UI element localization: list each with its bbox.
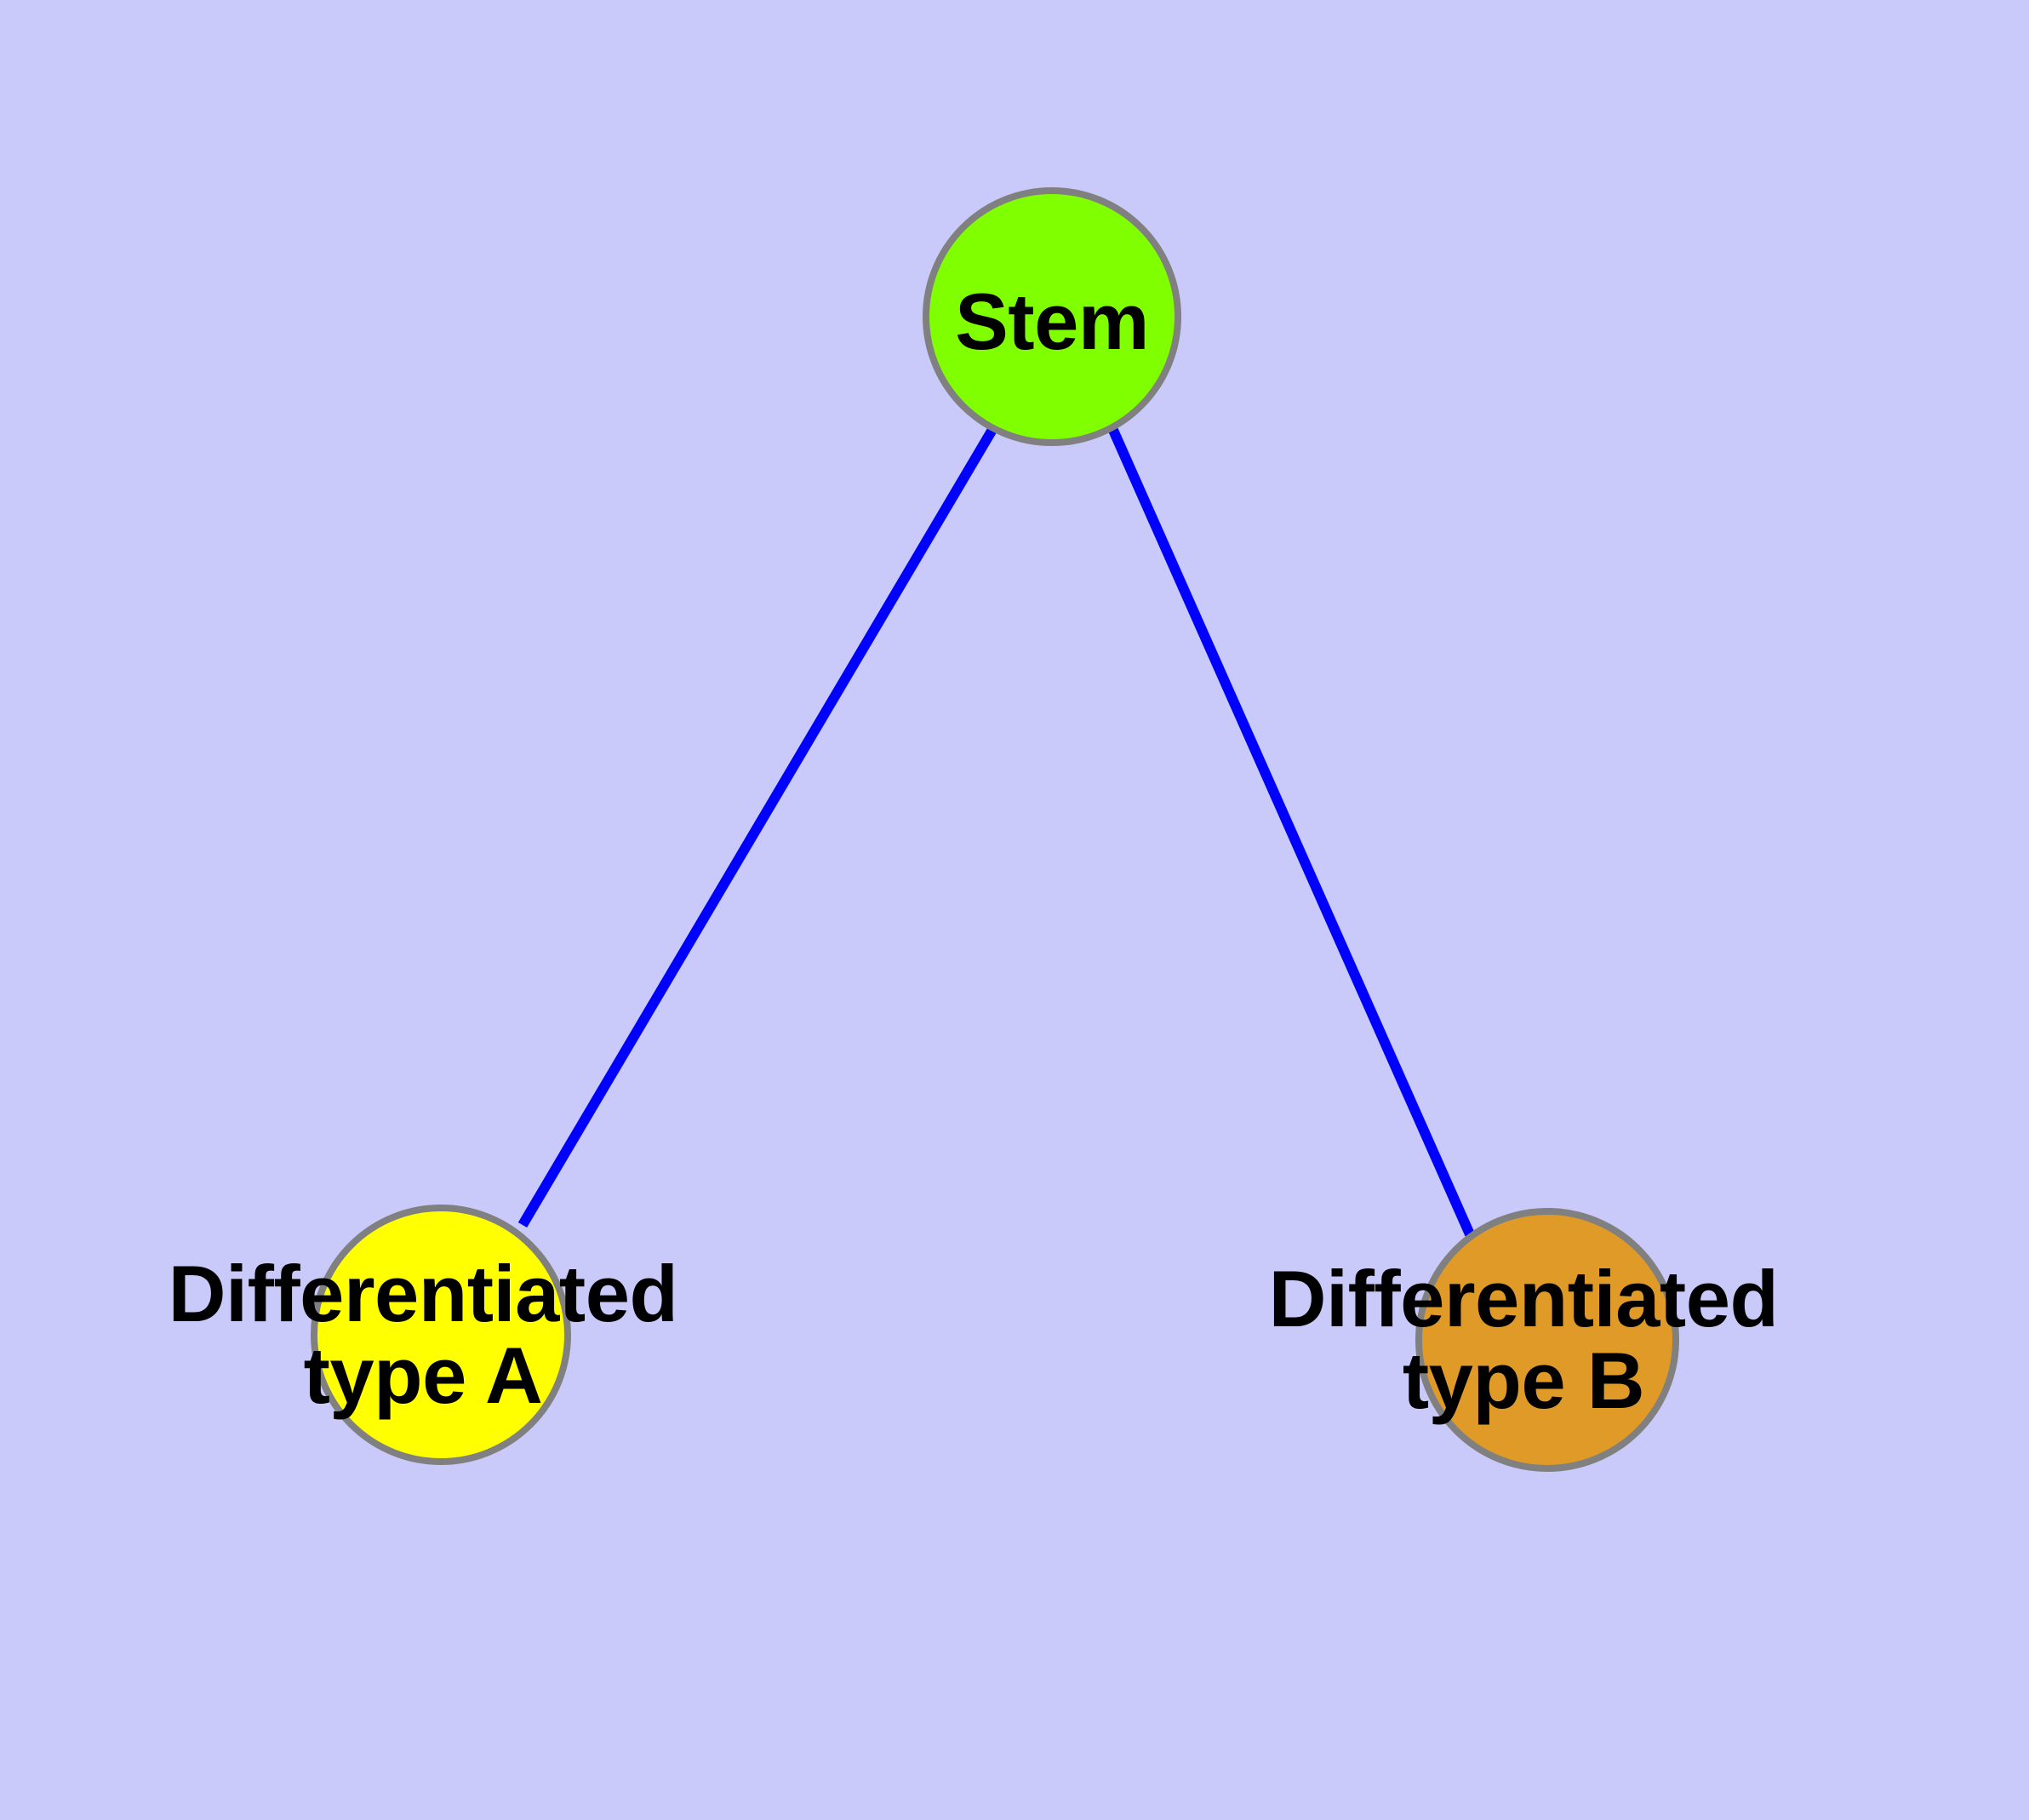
edge-stem-to-diff-b[interactable]	[1107, 426, 1475, 1237]
edges-layer	[517, 425, 1475, 1237]
node-stem[interactable]	[923, 187, 1181, 446]
node-diff-b[interactable]	[1415, 1208, 1679, 1472]
node-diff-a[interactable]	[311, 1205, 571, 1465]
edge-stem-to-diff-a[interactable]	[517, 425, 998, 1228]
nodes-layer	[311, 187, 1679, 1472]
